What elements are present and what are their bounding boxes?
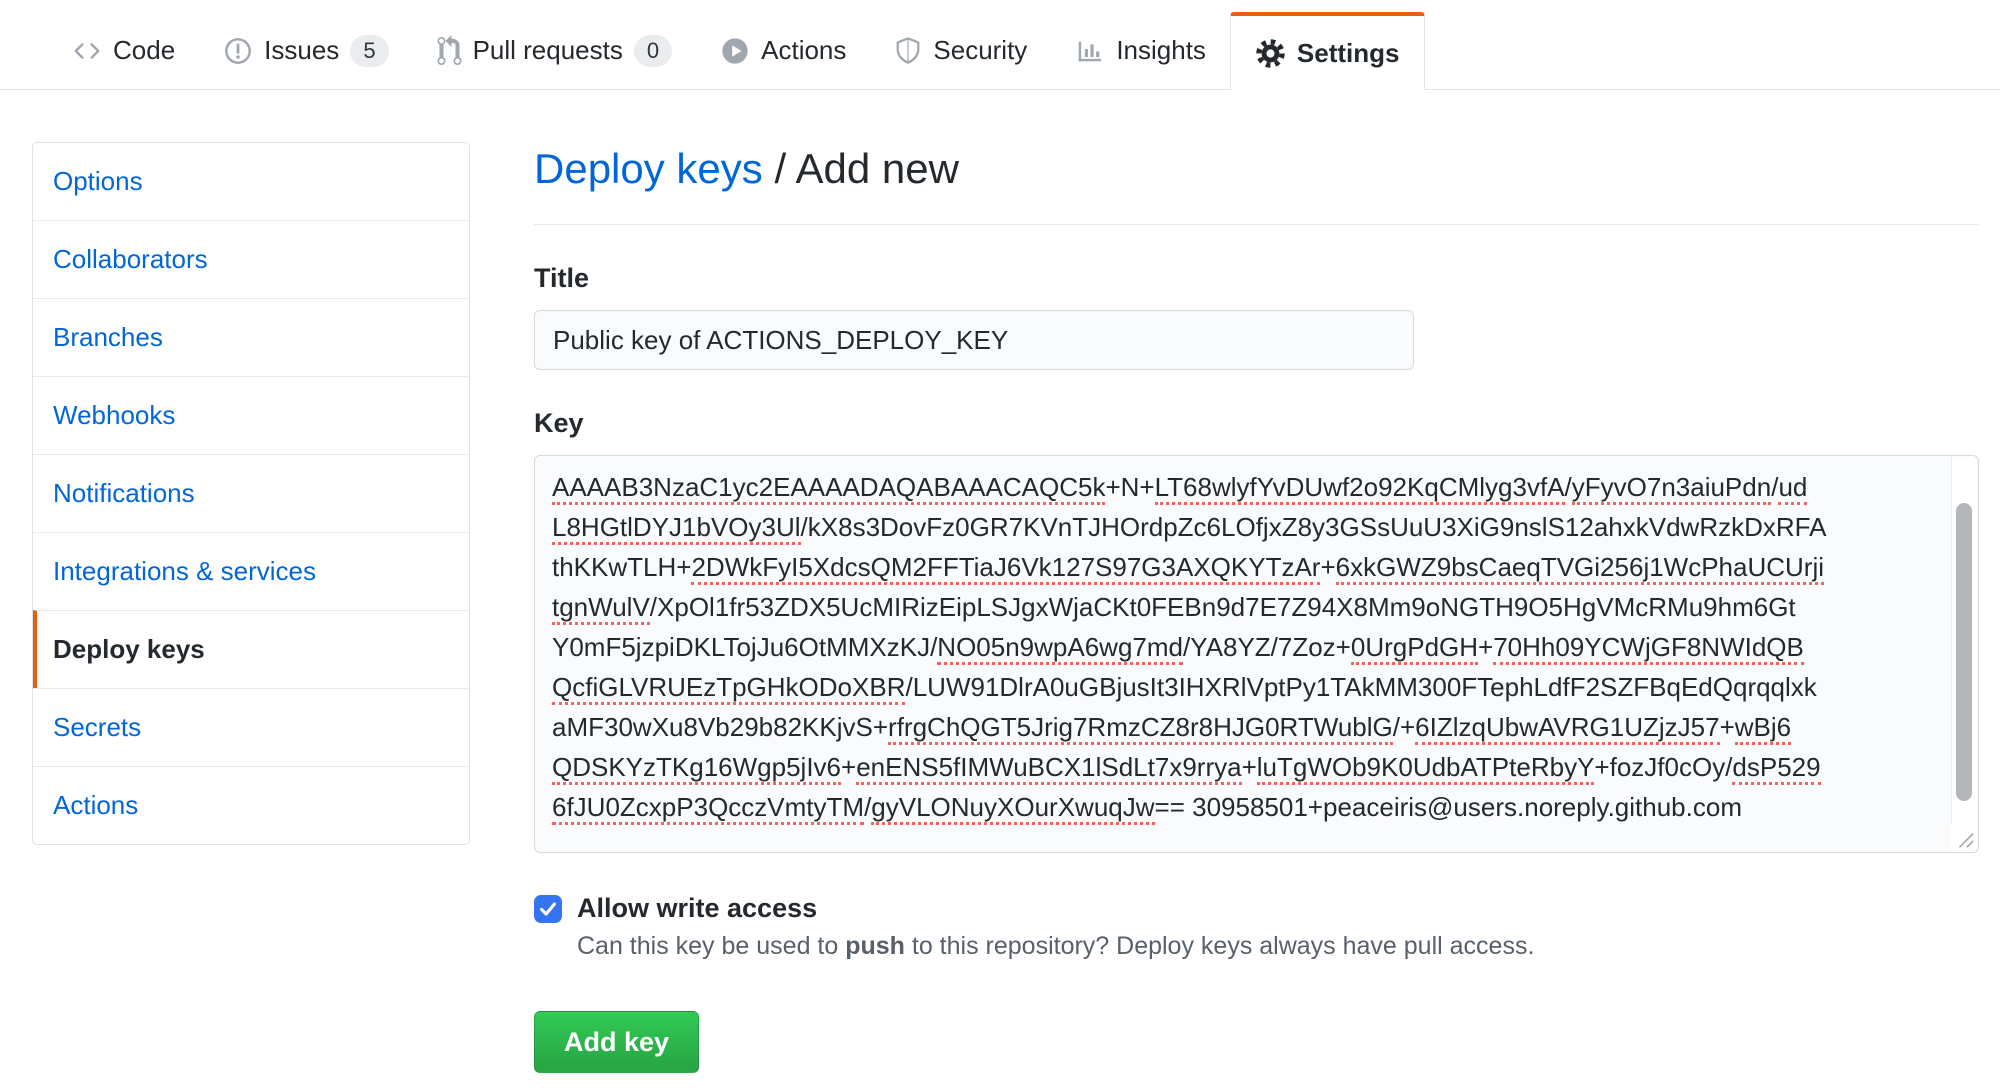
code-icon — [72, 36, 102, 66]
tab-issues[interactable]: Issues 5 — [199, 12, 412, 89]
allow-write-access-label[interactable]: Allow write access — [577, 893, 818, 924]
tab-security[interactable]: Security — [870, 12, 1051, 89]
tab-label: Actions — [761, 35, 847, 65]
allow-write-access-hint: Can this key be used to push to this rep… — [577, 932, 1535, 961]
sidebar-item-actions[interactable]: Actions — [33, 766, 469, 844]
deploy-keys-breadcrumb-link[interactable]: Deploy keys — [534, 145, 763, 192]
add-key-button[interactable]: Add key — [534, 1011, 700, 1074]
repo-tab-nav: Code Issues 5 Pull requests 0 Actions Se… — [0, 0, 2000, 90]
key-label: Key — [534, 408, 584, 439]
sidebar-item-integrations-services[interactable]: Integrations & services — [33, 532, 469, 610]
issues-count-badge: 5 — [350, 34, 389, 67]
tab-label: Code — [113, 35, 176, 65]
tab-label: Insights — [1116, 35, 1206, 65]
tab-insights[interactable]: Insights — [1051, 12, 1230, 89]
tab-label: Issues — [264, 35, 340, 65]
sidebar-item-notifications[interactable]: Notifications — [33, 454, 469, 532]
tab-settings[interactable]: Settings — [1229, 12, 1425, 90]
sidebar-item-options[interactable]: Options — [53, 166, 143, 196]
allow-write-access-row: Allow write access — [534, 893, 1979, 924]
key-scrollbar-thumb[interactable] — [1956, 503, 1972, 802]
settings-sidebar: Options Collaborators Branches Webhooks … — [32, 142, 470, 845]
git-pull-request-icon — [437, 34, 462, 67]
key-textarea-content: AAAAB3NzaC1yc2EAAAADAQABAAACAQC5k+N+LT68… — [535, 456, 1978, 838]
graph-icon — [1075, 36, 1105, 66]
allow-write-access-checkbox[interactable] — [534, 894, 562, 923]
breadcrumb-current: Add new — [795, 145, 959, 192]
sidebar-item-webhooks[interactable]: Webhooks — [33, 376, 469, 454]
heading-divider — [534, 224, 1979, 226]
tab-pull-requests[interactable]: Pull requests 0 — [413, 12, 697, 89]
sidebar-item-secrets[interactable]: Secrets — [33, 688, 469, 766]
sidebar-item-deploy-keys[interactable]: Deploy keys — [33, 610, 469, 688]
tab-actions[interactable]: Actions — [696, 12, 870, 89]
key-scrollbar-track[interactable] — [1951, 457, 1977, 852]
page-title: Deploy keys / Add new — [534, 145, 1979, 192]
tab-label: Security — [933, 35, 1028, 65]
checkmark-icon — [540, 902, 556, 916]
tab-label: Pull requests — [472, 35, 623, 65]
title-input[interactable] — [534, 310, 1414, 371]
pull-requests-count-badge: 0 — [633, 34, 673, 67]
sidebar-item-branches[interactable]: Branches — [33, 298, 469, 376]
shield-icon — [894, 36, 922, 66]
key-textarea[interactable]: AAAAB3NzaC1yc2EAAAADAQABAAACAQC5k+N+LT68… — [534, 455, 1979, 854]
sidebar-item-collaborators[interactable]: Collaborators — [33, 220, 469, 298]
issue-opened-icon — [223, 36, 253, 66]
tab-code[interactable]: Code — [48, 12, 199, 89]
deploy-key-form: Deploy keys / Add new Title Key AAAAB3Nz… — [534, 145, 1979, 1074]
title-label: Title — [534, 263, 590, 294]
play-icon — [720, 36, 750, 66]
breadcrumb-separator: / — [774, 145, 787, 192]
gear-icon — [1255, 38, 1286, 69]
textarea-resize-handle[interactable] — [1950, 824, 1976, 851]
tab-label: Settings — [1296, 37, 1400, 68]
